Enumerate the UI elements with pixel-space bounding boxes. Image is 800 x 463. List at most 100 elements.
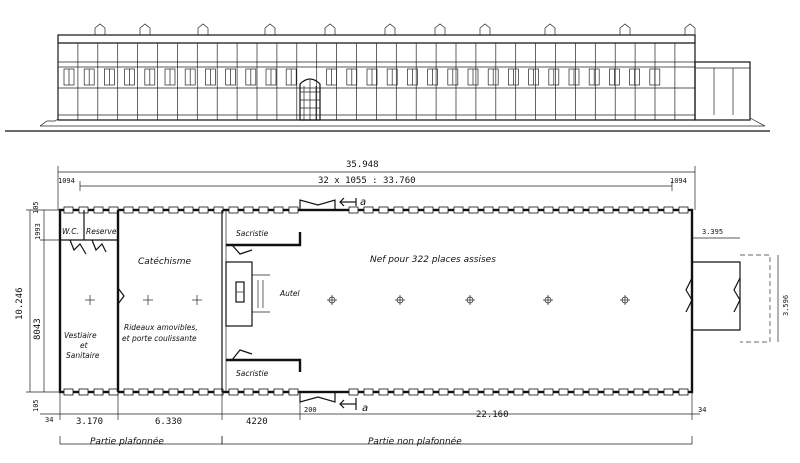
dim-34-left: 34 xyxy=(45,416,53,424)
facade-windows xyxy=(63,68,661,86)
plan-window xyxy=(618,388,629,396)
porch-canopy xyxy=(740,254,771,343)
dim-105-top: 105 xyxy=(32,201,40,214)
plan-window xyxy=(573,206,584,214)
plan-window xyxy=(423,206,434,214)
dim-200: 200 xyxy=(304,406,317,414)
plan-window xyxy=(513,206,524,214)
note-rideaux-2: et porte coulissante xyxy=(122,334,197,343)
dim-105-bottom: 105 xyxy=(32,399,40,412)
annex-step xyxy=(749,117,766,127)
door-wc xyxy=(69,239,87,255)
roof-vents xyxy=(94,23,696,35)
sacristie-bottom-door xyxy=(231,349,253,361)
plan-window xyxy=(108,388,119,396)
plan-window xyxy=(288,388,299,396)
plan-window xyxy=(483,388,494,396)
plan-window xyxy=(363,206,374,214)
dim-6330: 6.330 xyxy=(155,417,182,427)
light-marker xyxy=(544,296,552,304)
porch-door-left xyxy=(685,277,693,313)
plan-window xyxy=(468,388,479,396)
facade-posts xyxy=(57,43,696,120)
section-arrow-bottom: a xyxy=(339,398,368,414)
roof-vent xyxy=(324,23,336,35)
plan-window xyxy=(183,388,194,396)
plan-window xyxy=(273,206,284,214)
entrance-door xyxy=(299,78,321,121)
plan-window xyxy=(228,388,239,396)
plan-window xyxy=(153,206,164,214)
plan-window xyxy=(558,388,569,396)
porch xyxy=(692,261,741,331)
dim-34-right: 34 xyxy=(698,406,706,414)
roof-vent xyxy=(139,23,151,35)
room-label-reserve: Reserve xyxy=(86,227,117,236)
plan-window xyxy=(498,388,509,396)
plan-window xyxy=(183,206,194,214)
roof-vent xyxy=(197,23,209,35)
dim-4220: 4220 xyxy=(246,417,268,427)
plan-window xyxy=(618,206,629,214)
plan-window xyxy=(528,388,539,396)
plan-window xyxy=(243,206,254,214)
plan-window xyxy=(483,206,494,214)
room-label-et: et xyxy=(80,341,89,350)
front-elevation xyxy=(5,23,770,132)
floor-plan: a a W.C. Reserve Catéchisme Sacristie Sa… xyxy=(58,197,771,414)
bracket-non-plafonnee xyxy=(221,436,693,445)
plan-window xyxy=(588,206,599,214)
ceiling-light-markers xyxy=(85,295,630,305)
plan-window xyxy=(258,206,269,214)
dim-total-length: 35.948 xyxy=(346,160,379,170)
dim-porch-width: 3.596 xyxy=(782,295,790,316)
plan-window xyxy=(528,206,539,214)
dim-end-left: 1094 xyxy=(58,177,75,185)
plan-window xyxy=(408,388,419,396)
light-marker xyxy=(621,296,629,304)
plan-window xyxy=(168,388,179,396)
zone-non-plafonnee: Partie non plafonnée xyxy=(368,436,462,447)
plan-window xyxy=(153,388,164,396)
room-label-sacristie-top: Sacristie xyxy=(236,229,269,238)
plan-window xyxy=(63,388,74,396)
plan-window xyxy=(108,206,119,214)
plan-window xyxy=(78,388,89,396)
plan-window xyxy=(678,388,689,396)
plan-window xyxy=(663,206,674,214)
plan-window xyxy=(558,206,569,214)
room-label-wc: W.C. xyxy=(62,227,79,236)
room-label-catechisme: Catéchisme xyxy=(138,256,191,267)
dim-1993: 1993 xyxy=(34,223,42,240)
plan-window xyxy=(648,206,659,214)
room-label-vestiaire: Vestiaire xyxy=(64,331,97,340)
plan-window xyxy=(588,388,599,396)
section-mark-bottom: a xyxy=(362,403,368,414)
section-arrow-top: a xyxy=(339,197,366,208)
plan-window xyxy=(138,388,149,396)
plan-window xyxy=(543,206,554,214)
room-label-autel: Autel xyxy=(279,289,300,298)
plan-window xyxy=(573,388,584,396)
bottom-wall-windows xyxy=(63,388,689,396)
plan-window xyxy=(453,388,464,396)
roof-vent xyxy=(619,23,631,35)
dim-3170: 3.170 xyxy=(76,417,103,427)
plan-window xyxy=(453,206,464,214)
plan-window xyxy=(513,388,524,396)
room-label-sanitaire: Sanitaire xyxy=(66,351,100,360)
door-vestiaire xyxy=(117,287,125,305)
plan-window xyxy=(393,388,404,396)
plan-window xyxy=(408,206,419,214)
dim-porch-depth: 3.395 xyxy=(702,228,723,236)
roof-vent xyxy=(264,23,276,35)
plan-window xyxy=(348,206,359,214)
plan-window xyxy=(423,388,434,396)
plan-window xyxy=(288,206,299,214)
plan-window xyxy=(213,388,224,396)
plan-window xyxy=(498,206,509,214)
plan-window xyxy=(198,206,209,214)
plan-window xyxy=(663,388,674,396)
plan-window xyxy=(138,206,149,214)
light-marker xyxy=(396,296,404,304)
